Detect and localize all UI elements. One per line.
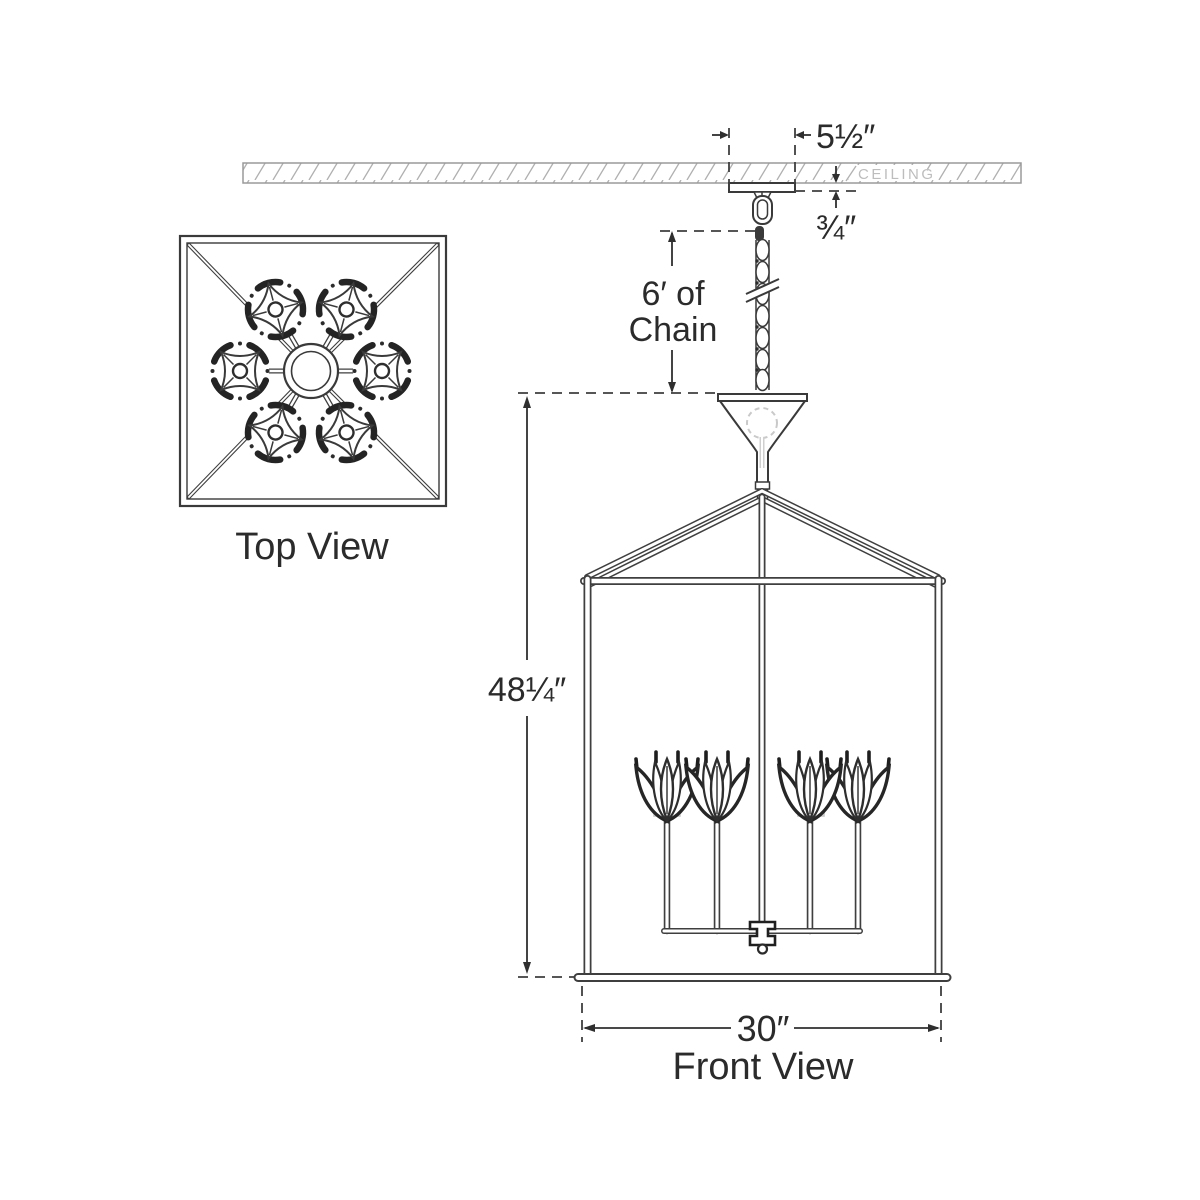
dim-arrow-icon [832,174,840,183]
dim-arrow-icon [795,131,804,139]
hub-finial-icon [756,943,769,955]
flower-stems [663,816,862,935]
dim-arrow-icon [668,231,676,242]
canopy-drop-value: ¾″ [816,209,856,247]
center-hub-bracket [748,920,777,947]
dim-arrow-icon [928,1024,940,1032]
chain [745,192,780,392]
dim-arrow-icon [720,131,729,139]
dimension-overall-width: 30″ [581,986,942,1049]
flower-cluster-front [634,750,891,955]
dim-arrow-icon [668,382,676,393]
dim-arrow-icon [523,396,531,408]
ceiling-label: CEILING [858,166,936,183]
front-view-label: Front View [673,1046,854,1088]
chain-length-value-line1: 6′ of [641,275,705,313]
top-view [178,234,448,508]
top-view-label: Top View [235,526,389,568]
chain-break-icon [746,278,779,302]
dim-arrow-icon [832,191,840,200]
overall-height-value: 48¼″ [488,671,566,709]
overall-width-value: 30″ [737,1008,790,1049]
dimension-canopy-width: 5½″ [712,118,875,192]
canopy [717,393,808,501]
dimension-canopy-drop: ¾″ [795,166,858,247]
ceiling-hatch [242,162,1022,184]
dim-arrow-icon [583,1024,595,1032]
canopy-loop-icon [746,407,778,439]
ceiling-band: CEILING [242,162,1022,184]
dimension-overall-height: 48¼″ [488,396,575,978]
dim-arrow-icon [523,962,531,974]
canopy-width-value: 5½″ [816,118,875,156]
chain-length-value-line2: Chain [629,311,718,349]
dimension-chain-length: 6′ of Chain [518,230,757,394]
lantern-cage [573,488,952,982]
rosette-flower-icon [353,342,412,401]
rosette-flower-icon [211,342,270,401]
